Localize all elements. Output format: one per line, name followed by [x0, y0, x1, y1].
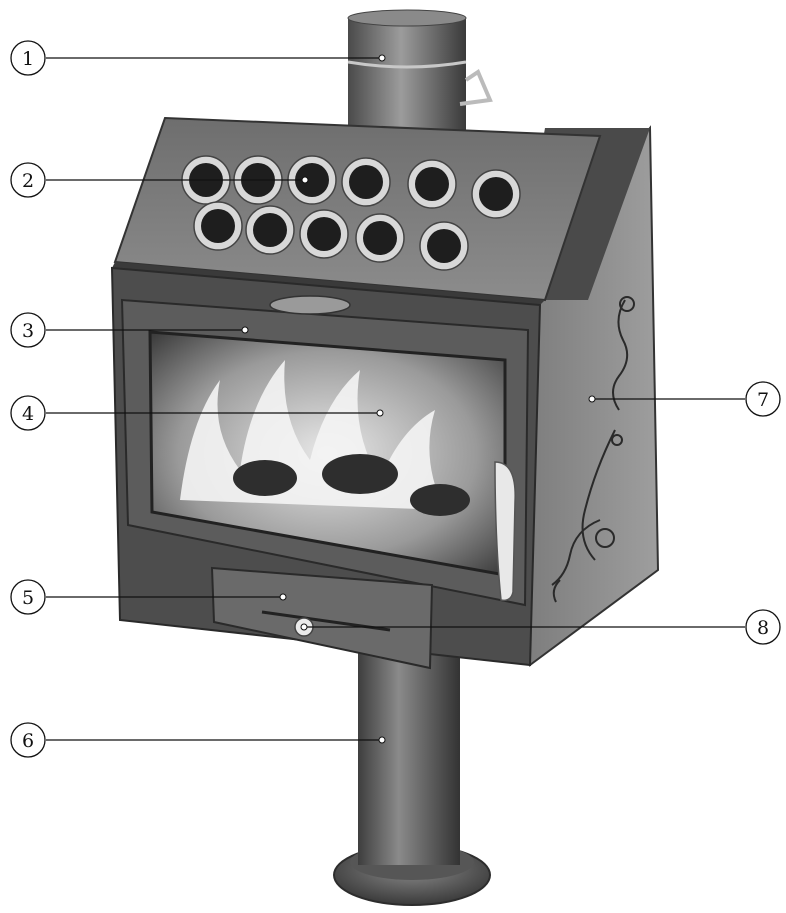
callout-number-5: 5: [22, 587, 34, 609]
chimney-pipe: [348, 10, 490, 133]
brand-plate: [270, 296, 350, 314]
tube-opening: [253, 213, 287, 247]
tube-opening: [427, 229, 461, 263]
callout-number-2: 2: [22, 170, 34, 192]
callout-number-6: 6: [22, 730, 34, 752]
tube-opening: [479, 177, 513, 211]
callout-number-3: 3: [22, 320, 34, 342]
callout-dot-4: [377, 410, 383, 416]
tube-opening: [201, 209, 235, 243]
callout-dot-3: [242, 327, 248, 333]
callout-dot-1: [379, 55, 385, 61]
callout-number-7: 7: [757, 389, 769, 411]
callout-number-4: 4: [22, 403, 34, 425]
callout-dot-6: [379, 737, 385, 743]
tube-opening: [307, 217, 341, 251]
callout-dot-8: [301, 624, 307, 630]
callout-number-8: 8: [757, 617, 769, 639]
callout-dot-5: [280, 594, 286, 600]
tube-opening: [415, 167, 449, 201]
callout-dot-2: [302, 177, 308, 183]
callout-dot-7: [589, 396, 595, 402]
tube-opening: [363, 221, 397, 255]
callout-number-1: 1: [22, 48, 34, 70]
ash-drawer: [212, 568, 432, 668]
tube-opening: [349, 165, 383, 199]
pedestal: [334, 640, 490, 905]
pedestal-leg: [358, 640, 460, 865]
